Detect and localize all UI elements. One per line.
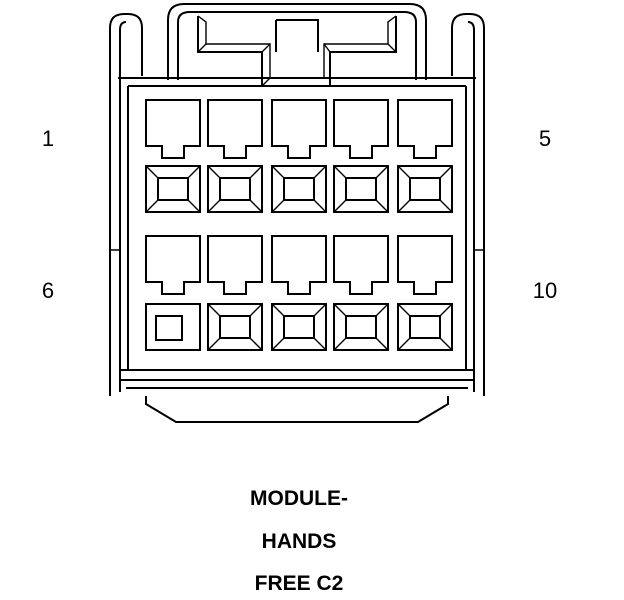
top-lock-housing bbox=[167, 3, 427, 87]
cavity-9 bbox=[333, 235, 389, 295]
cavity-8 bbox=[271, 235, 327, 295]
pin-label-5: 5 bbox=[539, 126, 551, 151]
cavity-3 bbox=[271, 99, 327, 159]
caption-line-1: MODULE- bbox=[250, 487, 348, 510]
caption-line-2: HANDS bbox=[262, 530, 337, 553]
left-latch-tab bbox=[109, 13, 143, 396]
cavity-row-lower bbox=[145, 235, 453, 295]
cavity-2 bbox=[207, 99, 263, 159]
latch-row-upper bbox=[145, 165, 453, 213]
latch-2 bbox=[207, 165, 263, 213]
latch-3 bbox=[271, 165, 327, 213]
latch-1 bbox=[145, 165, 201, 213]
right-latch-tab bbox=[451, 13, 485, 396]
cavity-5 bbox=[397, 99, 453, 159]
latch-5 bbox=[397, 165, 453, 213]
cavity-7 bbox=[207, 235, 263, 295]
cavity-row-upper bbox=[145, 99, 453, 159]
pin-label-6: 6 bbox=[42, 278, 54, 303]
cavity-1 bbox=[145, 99, 201, 159]
latch-4 bbox=[333, 165, 389, 213]
connector-body bbox=[110, 77, 484, 423]
latch-row-lower bbox=[145, 303, 453, 351]
pin-label-1: 1 bbox=[42, 126, 54, 151]
latch-8 bbox=[271, 303, 327, 351]
cavity-6 bbox=[145, 235, 201, 295]
latch-10 bbox=[397, 303, 453, 351]
cavity-4 bbox=[333, 99, 389, 159]
latch-9 bbox=[333, 303, 389, 351]
cavity-10 bbox=[397, 235, 453, 295]
latch-6 bbox=[145, 303, 201, 351]
caption-line-3: FREE C2 bbox=[255, 572, 344, 595]
pin-label-10: 10 bbox=[533, 278, 557, 303]
latch-7 bbox=[207, 303, 263, 351]
